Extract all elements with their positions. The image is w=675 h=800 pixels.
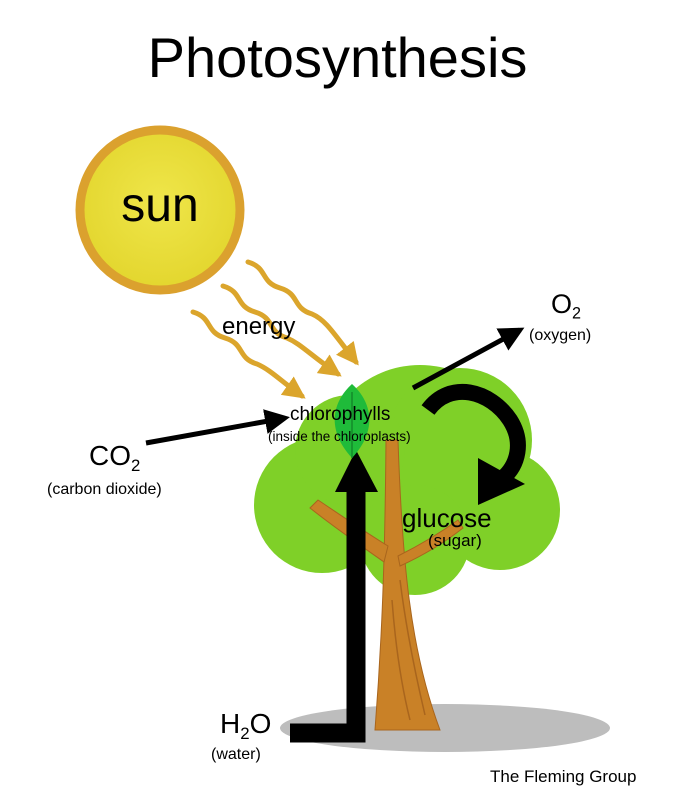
o2-arrow	[411, 327, 525, 391]
h2o-label: H2O	[220, 708, 272, 743]
water-arrow	[290, 490, 366, 743]
chlorophylls-label: chlorophylls	[290, 404, 391, 425]
co2-note: (carbon dioxide)	[47, 481, 162, 498]
glucose-note: (sugar)	[428, 531, 482, 550]
o2-label: O2	[551, 289, 582, 323]
credit-text: The Fleming Group	[490, 767, 637, 786]
sun-label: sun	[121, 179, 199, 232]
co2-arrow	[145, 409, 290, 446]
energy-label: energy	[222, 313, 296, 340]
energy-rays	[190, 259, 359, 399]
glucose-label: glucose	[402, 503, 492, 533]
energy-ray-2	[220, 283, 342, 377]
glucose-arrow-head	[478, 458, 525, 505]
trunk-grain	[391, 579, 426, 721]
energy-ray-1	[245, 259, 359, 366]
o2-note: (oxygen)	[529, 327, 592, 344]
page-title: Photosynthesis	[147, 26, 528, 89]
chlorophylls-note: (inside the chloroplasts)	[268, 429, 411, 444]
energy-ray-3	[190, 309, 306, 399]
h2o-note: (water)	[211, 746, 261, 763]
co2-label: CO2	[89, 440, 141, 475]
sun-icon	[75, 125, 245, 295]
water-arrow-head	[335, 450, 378, 492]
glucose-arrow	[421, 384, 526, 485]
